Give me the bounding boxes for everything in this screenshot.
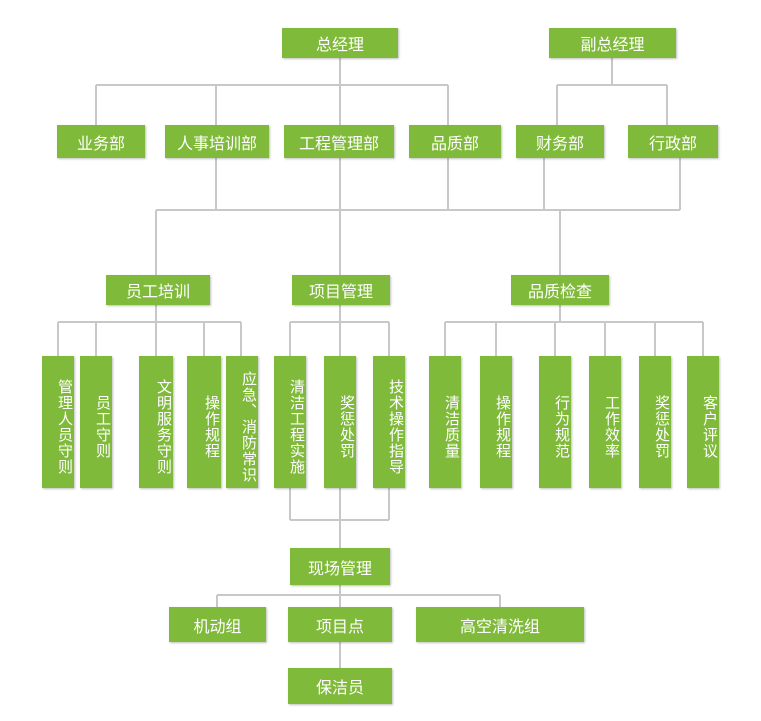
project-management-item-label: 清洁工程实施: [288, 379, 306, 475]
quality-inspection-item-label: 客户评议: [701, 395, 719, 459]
business-dept-label: 业务部: [76, 133, 125, 153]
staff-training-box: 员工培训: [106, 275, 210, 305]
quality-inspection-item: 奖惩处罚: [639, 356, 671, 488]
cleaner-box: 保洁员: [288, 668, 392, 704]
finance-dept-box: 财务部: [516, 125, 604, 158]
deputy-general-manager-label: 副总经理: [580, 35, 645, 54]
cleaner-label: 保洁员: [315, 678, 364, 697]
business-dept-box: 业务部: [57, 125, 145, 158]
quality-inspection-item-label: 清洁质量: [443, 395, 461, 459]
quality-inspection-item-label: 奖惩处罚: [653, 395, 671, 459]
project-management-label: 项目管理: [308, 282, 373, 301]
staff-training-item-label: 操作规程: [203, 395, 221, 459]
project-management-item: 奖惩处罚: [324, 356, 356, 488]
staff-training-item: 应急、消防常识: [226, 356, 258, 488]
mobile-team-label: 机动组: [193, 616, 242, 636]
project-management-box: 项目管理: [292, 275, 390, 305]
quality-inspection-item-label: 行为规范: [553, 395, 571, 459]
quality-inspection-item-label: 工作效率: [603, 395, 621, 459]
project-management-item-label: 技术操作指导: [387, 379, 405, 475]
quality-inspection-item: 操作规程: [480, 356, 512, 488]
engineering-dept-label: 工程管理部: [298, 133, 379, 153]
project-management-item-label: 奖惩处罚: [338, 395, 356, 459]
project-point-label: 项目点: [315, 616, 364, 636]
staff-training-item: 管理人员守则: [42, 356, 74, 488]
staff-training-label: 员工培训: [125, 282, 190, 301]
quality-inspection-label: 品质检查: [527, 282, 592, 301]
high-altitude-team-box: 高空清洗组: [416, 607, 584, 642]
hr-training-dept-box: 人事培训部: [165, 125, 269, 158]
quality-inspection-box: 品质检查: [511, 275, 609, 305]
staff-training-item-label: 文明服务守则: [155, 379, 173, 475]
staff-training-item-label: 管理人员守则: [56, 379, 74, 475]
finance-dept-label: 财务部: [535, 133, 584, 153]
engineering-dept-box: 工程管理部: [284, 125, 394, 158]
quality-inspection-item: 客户评议: [687, 356, 719, 488]
staff-training-item-label: 应急、消防常识: [240, 371, 258, 483]
project-point-box: 项目点: [288, 607, 392, 642]
quality-inspection-item: 行为规范: [539, 356, 571, 488]
quality-inspection-item-label: 操作规程: [494, 395, 512, 459]
mobile-team-box: 机动组: [169, 607, 266, 642]
high-altitude-team-label: 高空清洗组: [459, 616, 540, 636]
quality-dept-label: 品质部: [430, 133, 479, 153]
admin-dept-label: 行政部: [648, 133, 697, 153]
staff-training-item-label: 员工守则: [94, 395, 112, 459]
quality-dept-box: 品质部: [409, 125, 501, 158]
deputy-general-manager-box: 副总经理: [549, 28, 676, 58]
project-management-item: 技术操作指导: [373, 356, 405, 488]
general-manager-box: 总经理: [282, 28, 398, 58]
site-management-box: 现场管理: [290, 548, 390, 585]
admin-dept-box: 行政部: [628, 125, 718, 158]
quality-inspection-item: 清洁质量: [429, 356, 461, 488]
staff-training-item: 文明服务守则: [139, 356, 173, 488]
project-management-item: 清洁工程实施: [274, 356, 306, 488]
staff-training-item: 操作规程: [187, 356, 221, 488]
hr-training-dept-label: 人事培训部: [176, 133, 257, 153]
staff-training-item: 员工守则: [80, 356, 112, 488]
quality-inspection-item: 工作效率: [589, 356, 621, 488]
general-manager-label: 总经理: [315, 35, 364, 54]
site-management-label: 现场管理: [307, 558, 372, 578]
